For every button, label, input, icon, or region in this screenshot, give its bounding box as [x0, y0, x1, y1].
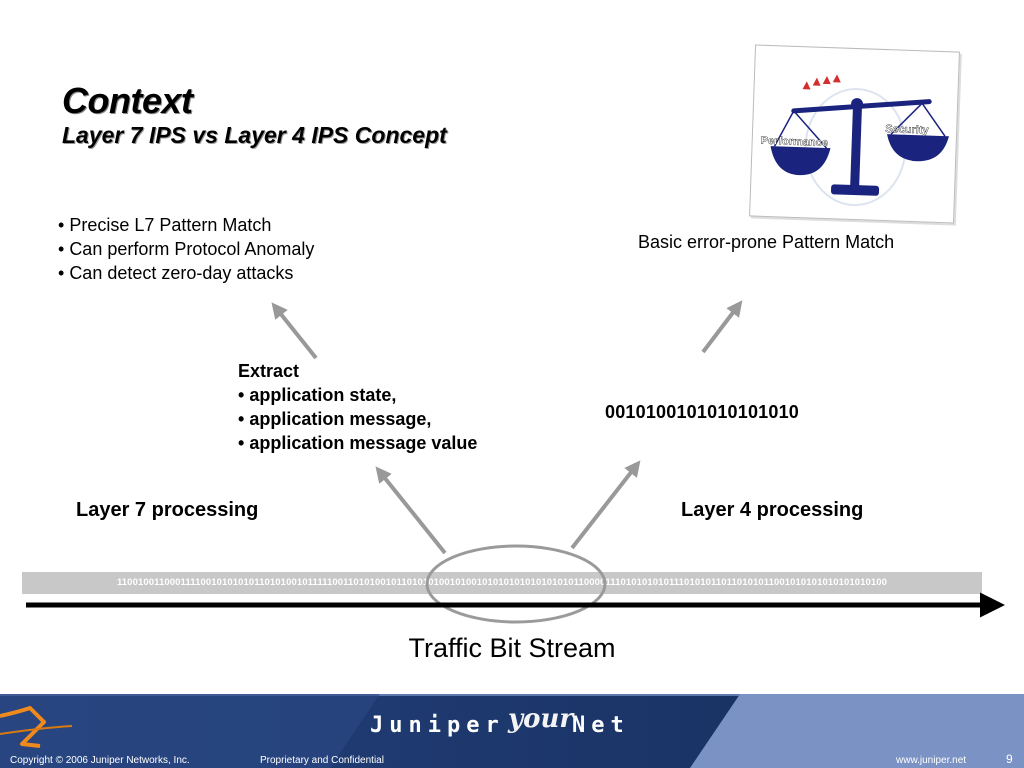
balance-scales-image: Performance Security — [749, 44, 960, 224]
list-item: application message value — [238, 431, 477, 455]
extract-title: Extract — [238, 361, 300, 381]
security-label: Security — [885, 123, 930, 137]
stream-highlight-ellipse — [425, 544, 607, 624]
footer-banner: Juniper your Net Copyright © 2006 Junipe… — [0, 694, 1024, 768]
confidential-text: Proprietary and Confidential — [260, 755, 384, 766]
swoosh-icon — [0, 706, 46, 748]
slide-title: Context — [62, 80, 193, 121]
figures-decoration — [802, 74, 841, 90]
page-number: 9 — [1006, 752, 1013, 766]
layer7-feature-list: Precise L7 Pattern Match Can perform Pro… — [58, 213, 314, 285]
arrow-to-layer4-note — [701, 300, 743, 354]
copyright-text: Copyright © 2006 Juniper Networks, Inc. — [10, 755, 190, 766]
layer4-note: Basic error-prone Pattern Match — [638, 232, 895, 252]
footer-background: Juniper your Net — [0, 694, 1024, 768]
arrow-to-extract — [375, 466, 447, 555]
brand-your: your — [507, 704, 575, 734]
balance-scales-icon: Performance Security — [760, 74, 949, 207]
list-item: Can detect zero-day attacks — [58, 261, 314, 285]
traffic-bit-stream-label: Traffic Bit Stream — [408, 633, 616, 663]
slide-subtitle: Layer 7 IPS vs Layer 4 IPS Concept — [62, 122, 447, 148]
arrow-to-layer7-features — [271, 302, 318, 360]
website-link[interactable]: www.juniper.net — [896, 755, 967, 766]
list-item: Can perform Protocol Anomaly — [58, 237, 314, 261]
brand-juniper: Juniper — [370, 713, 505, 738]
extract-list: application state, application message, … — [238, 383, 477, 455]
list-item: Precise L7 Pattern Match — [58, 213, 314, 237]
arrow-to-bit-sample — [570, 460, 641, 550]
layer4-processing-label: Layer 4 processing — [681, 499, 864, 521]
layer7-processing-label: Layer 7 processing — [76, 499, 259, 521]
bitstream-bar: 1100100110001111001010101011010100101111… — [22, 572, 982, 594]
diagram-overlay — [26, 300, 1005, 624]
bit-sample: 0010100101010101010 — [605, 402, 800, 422]
extract-block: Extract application state, application m… — [238, 359, 477, 455]
list-item: application message, — [238, 407, 477, 431]
list-item: application state, — [238, 383, 477, 407]
performance-label: Performance — [760, 135, 828, 149]
brand-net: Net — [572, 713, 630, 738]
